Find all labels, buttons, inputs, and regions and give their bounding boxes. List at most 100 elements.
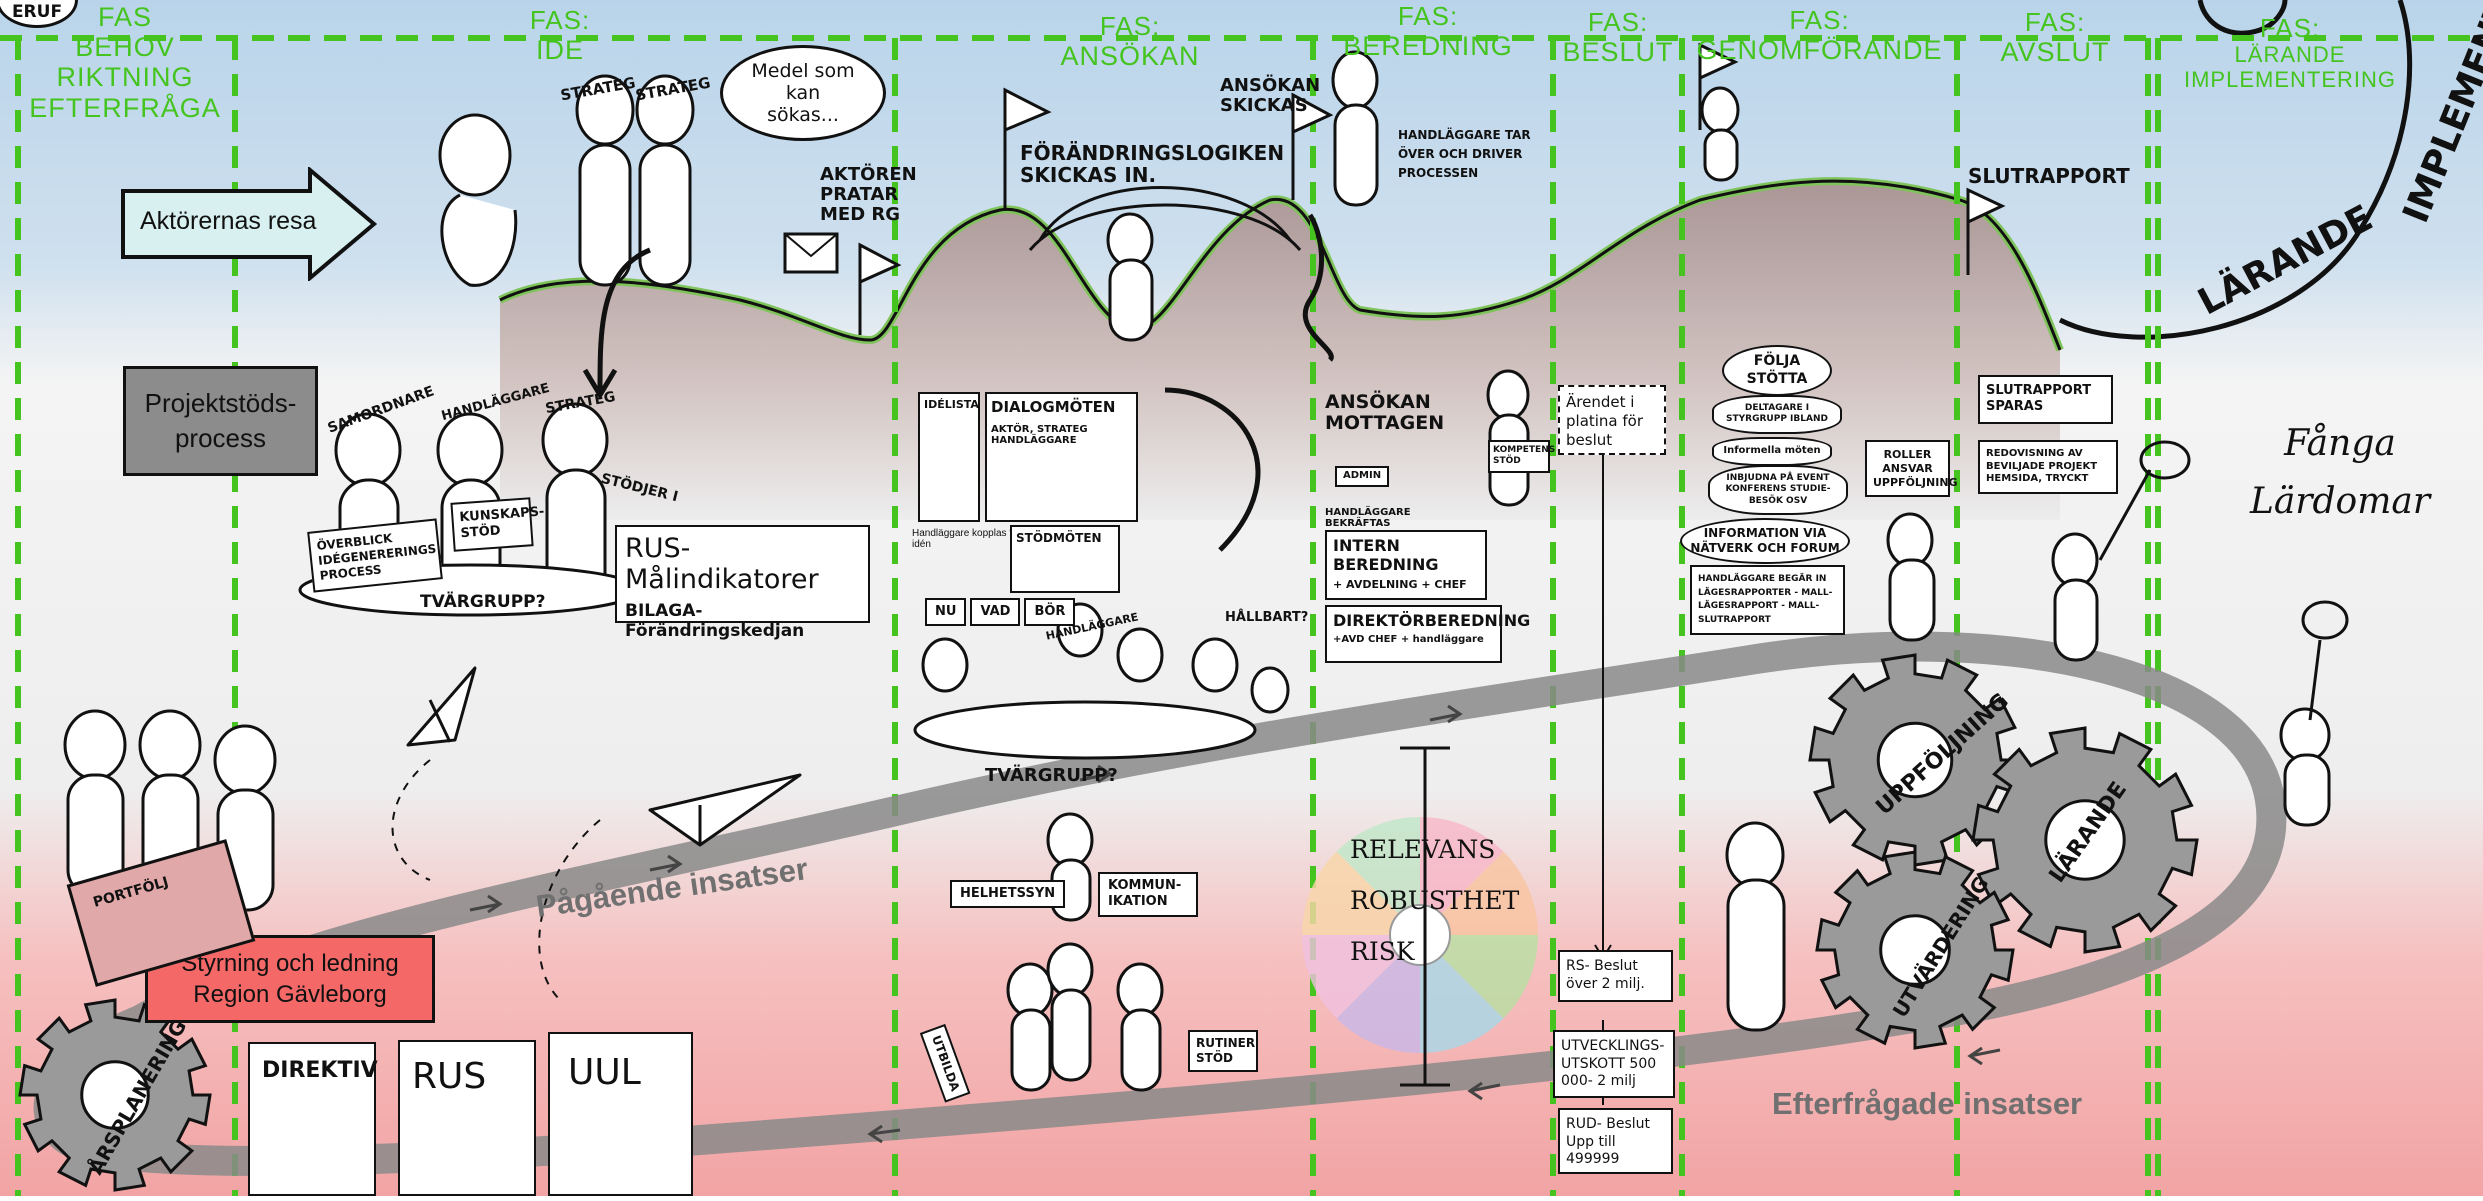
intern-beredning-card: INTERN BEREDNING + AVDELNING + CHEF: [1325, 530, 1487, 600]
phase-genomforande: FAS: GENOMFÖRANDE: [1682, 5, 1957, 66]
dialogmoten-title: DIALOGMÖTEN: [991, 398, 1116, 416]
phase-ansokan-label: FAS:: [1099, 11, 1161, 41]
phase-behov: FAS BEHOV RIKTNING EFTERFRÅGA: [15, 2, 235, 123]
gear-hub: [1879, 914, 1951, 986]
bilaga-text: BILAGA-Förändringskedjan: [625, 601, 805, 641]
phase-avslut: FAS: AVSLUT: [1960, 7, 2150, 68]
aktoren-pratar-text: AKTÖREN PRATAR MED RG: [820, 164, 917, 225]
handlaggare-beraftas-text: HANDLÄGGARE BEKRÄFTAS: [1325, 507, 1411, 529]
project-support-box[interactable]: Projektstöds-process: [123, 366, 318, 476]
informella-note: Informella möten: [1712, 437, 1832, 466]
gear-hub: [80, 1060, 150, 1130]
phase-avslut-name: AVSLUT: [2000, 37, 2110, 68]
bor-label: BÖR: [1024, 598, 1076, 627]
project-support-label: Projektstöds-process: [144, 387, 297, 453]
phase-genomforande-label: FAS:: [1789, 5, 1850, 35]
wheel-slice: [1420, 935, 1504, 1053]
handlaggare-begar-note: HANDLÄGGARE BEGÄR IN LÄGESRAPPORTER - MA…: [1690, 565, 1845, 635]
phase-larande-line2: IMPLEMENTERING: [2183, 66, 2397, 92]
direktiv-doc: DIREKTIV: [248, 1042, 378, 1196]
relevans-label: RELEVANS: [1350, 835, 1496, 864]
robusthet-label: ROBUSTHET: [1350, 886, 1520, 915]
governance-label: Styrning och ledning Region Gävleborg: [181, 949, 399, 1008]
kompetens-stod-note: KOMPETENS STÖD: [1488, 440, 1555, 473]
phase-beredning-name: BEREDNING: [1343, 31, 1513, 62]
hallbart-text: HÅLLBART?: [1225, 610, 1309, 625]
phase-larande-label: FAS:: [2259, 13, 2321, 43]
nu-label: NU: [925, 598, 967, 627]
phase-behov-line2: RIKTNING: [56, 62, 194, 93]
phase-behov-label: FAS: [97, 2, 153, 32]
phase-avslut-label: FAS:: [2024, 7, 2086, 37]
actors-journey-arrow[interactable]: Aktörernas resa: [120, 165, 378, 283]
phase-larande-line1: LÄRANDE: [2234, 42, 2346, 68]
rus-text: RUS: [412, 1056, 487, 1097]
phase-beslut: FAS: BESLUT: [1553, 7, 1683, 68]
redovisning-note: REDOVISNING AV BEVILJADE PROJEKT HEMSIDA…: [1978, 440, 2118, 494]
slutrapport-sparas-note: SLUTRAPPORT SPARAS: [1978, 375, 2113, 424]
idelista-title: IDÉLISTA: [924, 398, 979, 411]
helhetssyn-note: HELHETSSYN: [950, 880, 1066, 909]
roller-note: ROLLER ANSVAR UPPFÖLJNING: [1865, 440, 1958, 498]
utvecklingsutskott-note: UTVECKLINGS-UTSKOTT 500 000- 2 milj: [1553, 1030, 1675, 1098]
handlaggare-tar-over-text: HANDLÄGGARE TAR ÖVER OCH DRIVER PROCESSE…: [1398, 128, 1531, 181]
handlaggare-kopplas-text: Handläggare kopplas till idén: [912, 528, 1019, 550]
rs-beslut-note: RS- Beslut över 2 milj.: [1558, 950, 1673, 1002]
kunskapsstod-note: KUNSKAPS-STÖD: [450, 497, 545, 552]
speech-bubble-text: Medel som kan sökas...: [751, 60, 855, 126]
speech-bubble: Medel som kan sökas...: [720, 45, 886, 141]
admin-note: ADMIN: [1335, 466, 1390, 487]
direktorberedning-sub: +AVD CHEF + handläggare: [1333, 634, 1484, 645]
direktorberedning-card: DIREKTÖRBEREDNING +AVD CHEF + handläggar…: [1325, 605, 1530, 663]
ansokan-mottagen-text: ANSÖKAN MOTTAGEN: [1325, 391, 1445, 434]
stodmoten-title: STÖDMÖTEN: [1016, 531, 1102, 545]
phase-behov-line1: BEHOV: [75, 32, 175, 63]
phase-ansokan: FAS: ANSÖKAN: [1030, 11, 1230, 72]
kommunikation-note: KOMMUN-IKATION: [1098, 872, 1198, 917]
requested-efforts-label: Efterfrågade insatser: [1772, 1086, 2083, 1121]
risk-wheel-labels: RELEVANS ROBUSTHET RISK: [1350, 835, 1520, 966]
gear-hub: [1876, 721, 1954, 799]
arendet-note: Ärendet i platina för beslut: [1558, 385, 1666, 455]
phase-beredning: FAS: BEREDNING: [1323, 1, 1533, 62]
rutiner-note: RUTINER STÖD: [1188, 1030, 1258, 1072]
deltagare-note: DELTAGARE I STYRGRUPP IBLAND: [1712, 395, 1842, 434]
vad-label: VAD: [970, 598, 1021, 627]
ansokan-skickas-text: ANSÖKAN SKICKAS: [1220, 75, 1321, 116]
slutrapport-text: SLUTRAPPORT: [1968, 164, 2130, 188]
rus-malindikatorer-title: RUS-Målindikatorer: [625, 533, 819, 595]
uul-text: UUL: [568, 1052, 641, 1093]
eruf-logo-text: ERUF: [11, 2, 63, 22]
phase-genomforande-name: GENOMFÖRANDE: [1696, 35, 1943, 66]
wheel-slice: [1420, 817, 1504, 935]
fanga-lardomar-text: Fånga Lärdomar: [2249, 423, 2431, 522]
stodmoten-board: STÖDMÖTEN: [1010, 525, 1120, 593]
dialogmoten-board: DIALOGMÖTEN AKTÖR, STRATEG HANDLÄGGARE: [985, 392, 1138, 522]
phase-ansokan-name: ANSÖKAN: [1060, 41, 1200, 72]
governance-box[interactable]: Styrning och ledning Region Gävleborg: [145, 935, 435, 1023]
phase-beslut-name: BESLUT: [1562, 37, 1674, 68]
wheel-slice: [1302, 851, 1420, 935]
phase-ide-name: IDE: [535, 35, 584, 66]
gear-hub: [2044, 799, 2126, 881]
direktiv-text: DIREKTIV: [262, 1058, 378, 1083]
uul-doc: UUL: [548, 1032, 693, 1196]
rus-doc: RUS: [398, 1040, 536, 1196]
nu-vad-bor-row: NU VAD BÖR: [925, 598, 1076, 627]
information-via-note: INFORMATION VIA NÄTVERK OCH FORUM: [1680, 518, 1850, 564]
rud-beslut-note: RUD- Beslut Upp till 499999: [1558, 1108, 1673, 1174]
intern-beredning-sub: + AVDELNING + CHEF: [1333, 578, 1467, 591]
aktor-strateg-text: AKTÖR, STRATEG HANDLÄGGARE: [991, 424, 1088, 446]
forandringslogiken-text: FÖRÄNDRINGSLOGIKEN SKICKAS IN.: [1020, 141, 1285, 187]
intern-beredning-title: INTERN BEREDNING: [1333, 536, 1439, 574]
phase-beslut-label: FAS:: [1587, 7, 1649, 37]
phase-ide-label: FAS:: [529, 5, 591, 35]
phase-beredning-label: FAS:: [1397, 1, 1459, 31]
phase-larande: FAS: LÄRANDE IMPLEMENTERING: [2170, 13, 2410, 92]
wheel-slice: [1336, 817, 1420, 935]
journey-arrow-shape: [121, 165, 378, 283]
risk-label: RISK: [1350, 937, 1415, 966]
actors-journey-label: Aktörernas resa: [140, 207, 317, 235]
tvargrupp-1: TVÄRGRUPP?: [420, 592, 546, 612]
folja-stotta-note: FÖLJA STÖTTA: [1722, 345, 1832, 396]
